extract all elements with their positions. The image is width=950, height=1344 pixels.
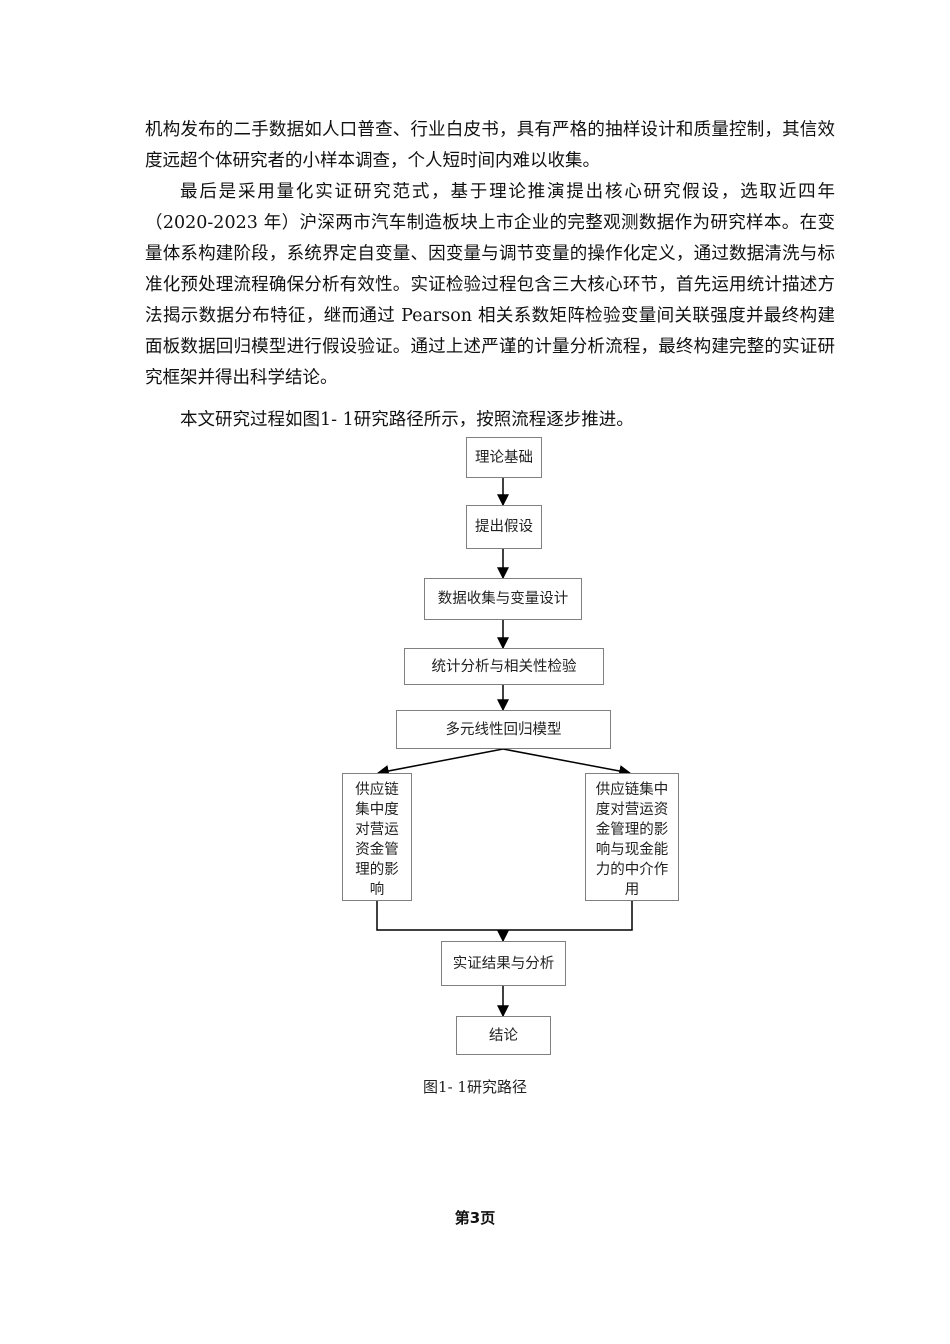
flow-box-left-branch: 供应链集中度对营运资金管理的影响 — [342, 773, 412, 901]
flow-box-theory: 理论基础 — [466, 437, 542, 478]
paragraph-continued: 机构发布的二手数据如人口普查、行业白皮书，具有严格的抽样设计和质量控制，其信效度… — [145, 120, 835, 171]
page-number: 第3页 — [454, 1209, 496, 1227]
flow-box-data: 数据收集与变量设计 — [424, 578, 582, 620]
flow-box-conclusion: 结论 — [456, 1016, 551, 1055]
paragraph-intro-figure: 本文研究过程如图1- 1研究路径所示，按照流程逐步推进。 — [180, 410, 634, 430]
flow-box-hypothesis: 提出假设 — [466, 505, 542, 549]
arrow-regression-to-right — [502, 748, 632, 777]
flow-box-stats: 统计分析与相关性检验 — [404, 648, 604, 685]
paragraph-method: 最后是采用量化实证研究范式，基于理论推演提出核心研究假设，选取近四年（2020-… — [145, 182, 835, 388]
merge-line — [376, 901, 633, 931]
flow-box-results: 实证结果与分析 — [441, 941, 566, 986]
arrow-regression-to-left — [376, 748, 504, 777]
figure-caption: 图1- 1研究路径 — [423, 1078, 527, 1096]
flow-box-regression: 多元线性回归模型 — [396, 710, 611, 749]
flow-box-right-branch: 供应链集中度对营运资金管理的影响与现金能力的中介作用 — [585, 773, 679, 901]
